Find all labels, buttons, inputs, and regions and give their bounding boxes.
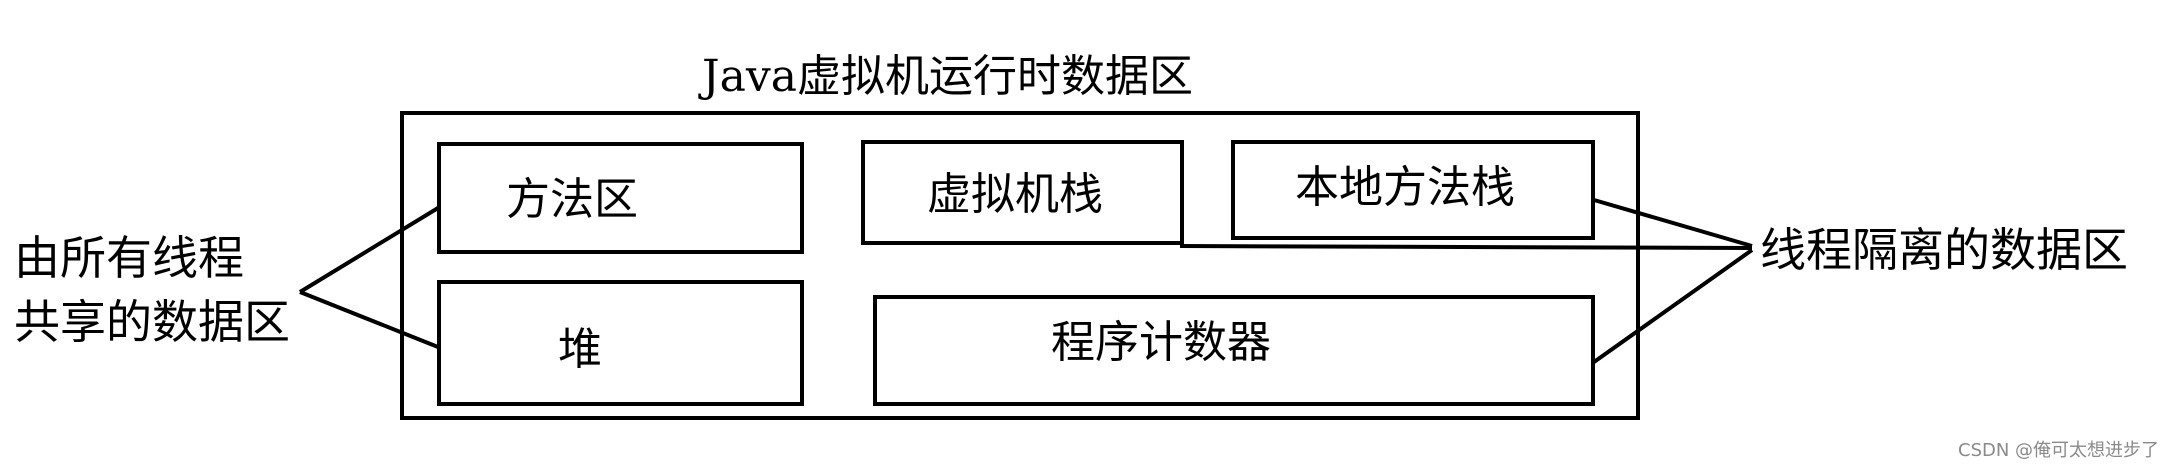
heap-box: 堆 <box>437 280 804 406</box>
isolated-connector-native-stack <box>1593 198 1753 248</box>
method-area-box: 方法区 <box>437 142 804 254</box>
shared-label-line-1: 由所有线程 <box>14 231 244 285</box>
vm-stack-label: 虚拟机栈 <box>927 169 1103 220</box>
shared-label-line-2: 共享的数据区 <box>14 295 290 349</box>
heap-label: 堆 <box>558 324 602 375</box>
isolated-connector-vm-stack <box>1179 244 1753 250</box>
isolated-data-area-label: 线程隔离的数据区 <box>1760 223 2128 277</box>
method-area-label: 方法区 <box>506 174 638 225</box>
program-counter-box: 程序计数器 <box>873 295 1595 406</box>
outer-container-frame <box>400 111 1640 420</box>
native-method-stack-box: 本地方法栈 <box>1231 140 1595 240</box>
shared-data-area-label: 由所有线程 共享的数据区 <box>14 226 290 354</box>
vm-stack-box: 虚拟机栈 <box>861 140 1184 245</box>
native-method-stack-label: 本地方法栈 <box>1295 162 1515 213</box>
csdn-watermark: CSDN @俺可太想进步了 <box>1958 440 2160 461</box>
shared-connector-bottom <box>299 290 439 349</box>
shared-connector-top <box>298 206 440 294</box>
isolated-connector-pc <box>1592 248 1754 364</box>
program-counter-label: 程序计数器 <box>1051 317 1271 368</box>
diagram-title: Java虚拟机运行时数据区 <box>702 51 1193 102</box>
